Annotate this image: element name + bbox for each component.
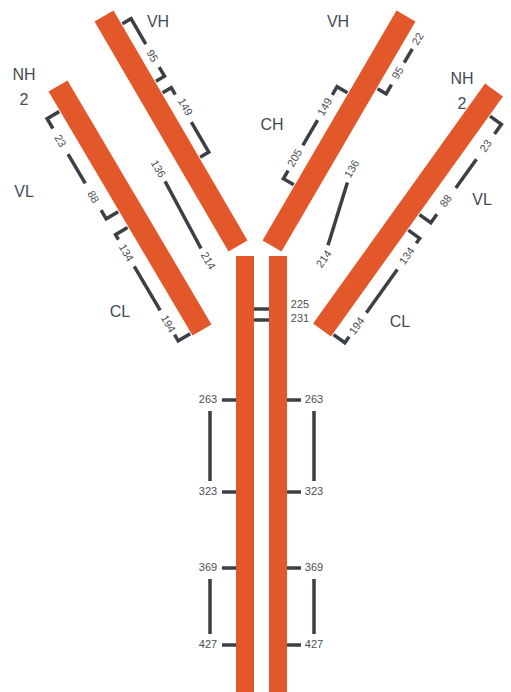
disulfide-bond: [47, 112, 59, 129]
residue-number: 231: [291, 312, 309, 325]
disulfide-bond: [333, 335, 349, 343]
residue-number: 149: [315, 96, 336, 119]
bond-tick: [222, 398, 236, 402]
heavy-chain-stem: [269, 256, 287, 692]
hinge-bond: [254, 307, 269, 311]
domain-label: NH 2: [10, 63, 38, 113]
residue-number: 136: [341, 158, 362, 181]
residue-number: 88: [84, 188, 102, 205]
disulfide-bond: [366, 270, 397, 313]
bond-line: [312, 411, 316, 481]
residue-number: 194: [346, 315, 367, 338]
residue-number: 95: [389, 64, 407, 81]
residue-number: 263: [305, 393, 323, 406]
bond-tick: [287, 398, 301, 402]
domain-label: CL: [390, 312, 410, 331]
residue-number: 134: [116, 242, 137, 265]
bond-tick: [287, 490, 301, 494]
bond-line: [208, 579, 212, 634]
disulfide-bond: [419, 214, 436, 222]
heavy-chain-arm: [272, 16, 406, 246]
residue-number: 88: [437, 192, 455, 210]
disulfide-bond: [332, 87, 347, 95]
domain-label: CH: [260, 115, 283, 134]
disulfide-bond: [134, 266, 160, 310]
residue-number: 369: [199, 561, 217, 574]
bond-tick: [222, 490, 236, 494]
disulfide-bond: [122, 19, 145, 44]
bond-line: [208, 411, 212, 481]
bond-tick: [287, 566, 301, 570]
residue-number: 263: [199, 393, 217, 406]
hinge-bond: [254, 318, 269, 322]
residue-number: 214: [313, 247, 334, 270]
residue-number: 194: [158, 312, 179, 335]
residue-number: 427: [199, 638, 217, 651]
arm-bonds: [47, 19, 501, 343]
domain-label: CL: [110, 302, 130, 321]
disulfide-bond: [456, 159, 477, 188]
disulfide-bond: [163, 88, 176, 95]
disulfide-bond: [156, 67, 165, 81]
bond-tick: [222, 566, 236, 570]
residue-number: 134: [396, 245, 417, 268]
residue-number: 22: [410, 30, 428, 47]
residue-number: 149: [175, 96, 196, 119]
disulfide-bond: [303, 120, 318, 145]
disulfide-bond: [408, 230, 419, 243]
residue-number: 95: [144, 47, 162, 64]
domain-label: VH: [327, 12, 349, 31]
domain-label: NH 2: [448, 67, 476, 117]
heavy-chain-stem: [236, 256, 254, 692]
disulfide-bond: [101, 210, 118, 219]
disulfide-bonds: [210, 309, 314, 645]
residue-number: 136: [148, 158, 169, 181]
domain-label: VL: [14, 182, 34, 201]
disulfide-bond: [328, 182, 347, 245]
bond-tick: [287, 643, 301, 647]
residue-number: 323: [305, 485, 323, 498]
disulfide-bond: [283, 171, 293, 185]
residue-number: 23: [477, 137, 495, 155]
disulfide-bond: [404, 49, 412, 63]
residue-number: 427: [305, 638, 323, 651]
disulfide-bond: [191, 122, 208, 157]
domain-label: VH: [147, 12, 169, 31]
bond-tick: [222, 643, 236, 647]
disulfide-bond: [116, 228, 128, 240]
bond-line: [312, 579, 316, 634]
disulfide-bond: [68, 154, 85, 183]
residue-number: 23: [51, 132, 69, 149]
residue-number: 369: [305, 561, 323, 574]
disulfide-bond: [165, 181, 201, 248]
light-chain: [322, 90, 494, 330]
residue-number: 225: [291, 298, 309, 311]
residue-number: 214: [197, 250, 218, 273]
residue-number: 323: [199, 485, 217, 498]
disulfide-bond: [175, 334, 191, 341]
domain-label: VL: [472, 190, 492, 209]
disulfide-bond: [378, 85, 392, 94]
residue-number: 205: [285, 147, 306, 170]
light-chain: [58, 86, 202, 330]
disulfide-bond: [490, 116, 501, 134]
